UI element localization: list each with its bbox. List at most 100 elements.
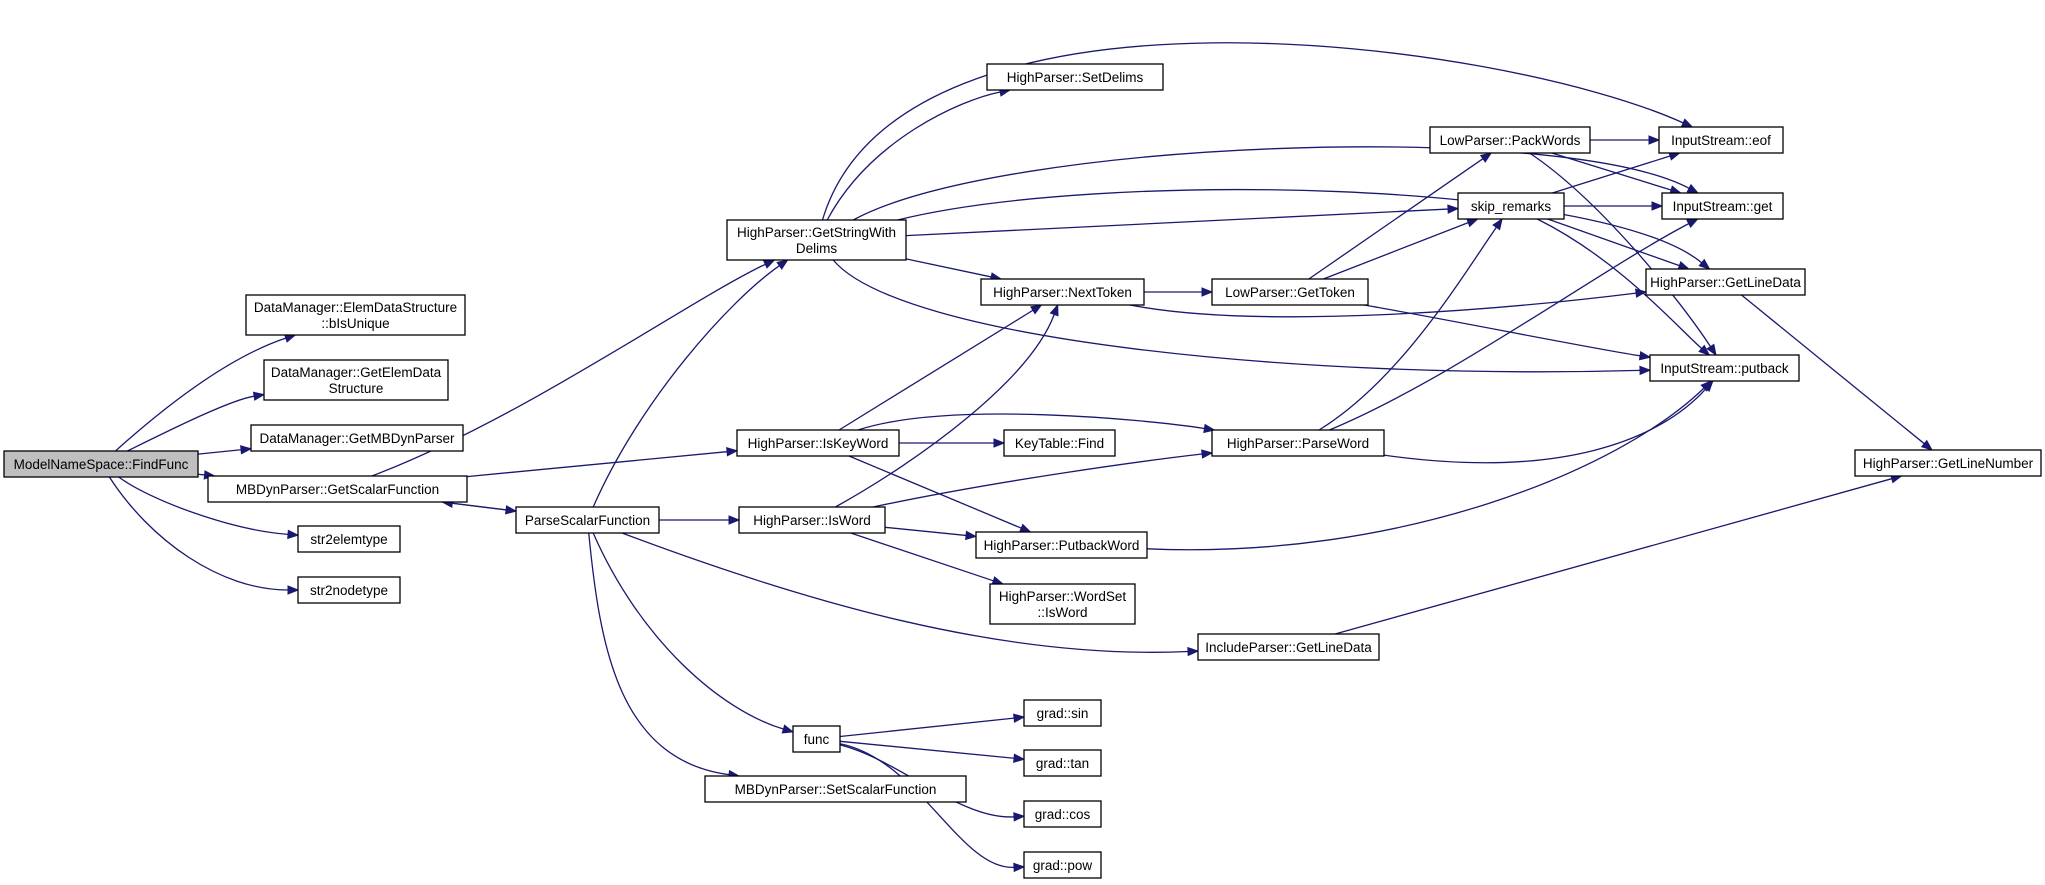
edge-gettoken-to-putback bbox=[1364, 304, 1652, 361]
edge-line bbox=[1364, 304, 1641, 357]
edge-line bbox=[1323, 222, 1469, 280]
node-getmbdynparser[interactable]: DataManager::GetMBDynParser bbox=[250, 424, 464, 452]
node-label: HighParser::GetLineNumber bbox=[1863, 456, 2034, 471]
node-getlinenumber[interactable]: HighParser::GetLineNumber bbox=[1854, 449, 2042, 477]
arrowhead bbox=[287, 529, 300, 540]
edge-findfunc-to-str2elemtype bbox=[118, 476, 300, 540]
edge-getstringwithdelims-to-setdelims bbox=[826, 87, 1012, 221]
node-label: HighParser::SetDelims bbox=[1007, 70, 1144, 85]
edge-line bbox=[905, 208, 1449, 237]
arrowhead bbox=[781, 724, 795, 734]
node-label: ParseScalarFunction bbox=[525, 513, 650, 528]
node-label: str2elemtype bbox=[310, 532, 387, 547]
edge-line bbox=[852, 146, 1690, 221]
edge-line bbox=[1741, 294, 1925, 445]
node-box bbox=[3, 450, 199, 478]
arrowhead bbox=[1700, 380, 1713, 392]
arrowhead bbox=[1479, 152, 1493, 163]
node-getlinedata[interactable]: HighParser::GetLineData bbox=[1645, 268, 1806, 296]
arrowhead bbox=[1013, 713, 1026, 723]
node-box bbox=[726, 219, 907, 261]
nodes-layer: ModelNameSpace::FindFunc DataManager::Ele… bbox=[3, 63, 2042, 879]
edge-line bbox=[1308, 158, 1484, 280]
arrowhead bbox=[1698, 344, 1711, 356]
node-label: KeyTable::Find bbox=[1015, 436, 1104, 451]
node-box bbox=[1854, 449, 2042, 477]
edge-includegetlinedata-to-getlinenumber bbox=[1334, 474, 1903, 635]
edge-parsescalarfunction-to-func bbox=[592, 532, 795, 734]
node-findfunc[interactable]: ModelNameSpace::FindFunc bbox=[3, 450, 199, 478]
node-str2elemtype[interactable]: str2elemtype bbox=[297, 525, 401, 553]
node-label: Delims bbox=[796, 241, 838, 256]
arrowhead bbox=[1466, 218, 1479, 228]
node-putback[interactable]: InputStream::putback bbox=[1649, 354, 1800, 382]
edge-line bbox=[897, 189, 1703, 264]
node-setscalarfunction[interactable]: MBDynParser::SetScalarFunction bbox=[704, 775, 967, 803]
node-box bbox=[1658, 126, 1784, 154]
edge-getstringwithdelims-to-putback bbox=[832, 259, 1652, 376]
edge-packwords-to-get bbox=[1551, 152, 1682, 195]
edge-isword-to-wordsetisword bbox=[850, 532, 1005, 586]
node-box bbox=[989, 583, 1136, 625]
edge-line bbox=[1318, 226, 1497, 431]
node-putbackword[interactable]: HighParser::PutbackWord bbox=[975, 531, 1148, 559]
node-wordsetisword[interactable]: HighParser::WordSet::IsWord bbox=[989, 583, 1136, 625]
node-box bbox=[1211, 278, 1369, 306]
edge-findfunc-to-str2nodetype bbox=[108, 476, 300, 595]
node-box bbox=[1661, 192, 1784, 220]
node-setdelims[interactable]: HighParser::SetDelims bbox=[986, 63, 1164, 91]
node-parseword[interactable]: HighParser::ParseWord bbox=[1211, 429, 1385, 457]
edge-getlinedata-to-getlinenumber bbox=[1741, 294, 1934, 451]
node-gradpow[interactable]: grad::pow bbox=[1023, 851, 1102, 879]
node-eof[interactable]: InputStream::eof bbox=[1658, 126, 1784, 154]
node-func[interactable]: func bbox=[792, 725, 841, 753]
node-box bbox=[297, 525, 401, 553]
edge-line bbox=[1334, 478, 1892, 635]
edge-line bbox=[1536, 218, 1703, 350]
node-label: HighParser::IsWord bbox=[753, 513, 871, 528]
node-label: HighParser::NextToken bbox=[993, 285, 1132, 300]
node-box bbox=[1023, 749, 1102, 777]
edge-line bbox=[1552, 155, 1671, 194]
node-str2nodetype[interactable]: str2nodetype bbox=[297, 576, 401, 604]
edge-line bbox=[872, 453, 1203, 508]
edge-line bbox=[848, 455, 1022, 529]
edges-layer bbox=[108, 42, 1934, 873]
node-box bbox=[515, 506, 660, 534]
edge-line bbox=[884, 526, 967, 537]
arrowhead bbox=[1648, 135, 1661, 145]
edge-line bbox=[466, 451, 728, 478]
node-get[interactable]: InputStream::get bbox=[1661, 192, 1784, 220]
node-keytablefind[interactable]: KeyTable::Find bbox=[1003, 429, 1116, 457]
edge-findfunc-to-getelemdata bbox=[127, 391, 266, 452]
arrowhead bbox=[1639, 365, 1652, 376]
node-box bbox=[1457, 192, 1565, 220]
node-gradsin[interactable]: grad::sin bbox=[1023, 699, 1102, 727]
node-box bbox=[986, 63, 1164, 91]
arrowhead bbox=[1201, 449, 1214, 459]
node-getscalarfunction[interactable]: MBDynParser::GetScalarFunction bbox=[207, 475, 468, 503]
node-box bbox=[1429, 126, 1591, 154]
node-gradcos[interactable]: grad::cos bbox=[1023, 800, 1102, 828]
node-skipremarks[interactable]: skip_remarks bbox=[1457, 192, 1565, 220]
node-nexttoken[interactable]: HighParser::NextToken bbox=[980, 278, 1145, 306]
node-iskeyword[interactable]: HighParser::IsKeyWord bbox=[736, 429, 900, 457]
node-blsunique[interactable]: DataManager::ElemDataStructure::bIsUniqu… bbox=[245, 294, 466, 336]
node-label: func bbox=[804, 732, 830, 747]
node-label: ::bIsUnique bbox=[321, 316, 389, 331]
node-parsescalarfunction[interactable]: ParseScalarFunction bbox=[515, 506, 660, 534]
edge-findfunc-to-getmbdynparser bbox=[197, 445, 253, 455]
node-label: MBDynParser::SetScalarFunction bbox=[735, 782, 937, 797]
node-includegetlinedata[interactable]: IncludeParser::GetLineData bbox=[1197, 633, 1380, 661]
node-box bbox=[1645, 268, 1806, 296]
node-gettoken[interactable]: LowParser::GetToken bbox=[1211, 278, 1369, 306]
node-label: InputStream::get bbox=[1673, 199, 1773, 214]
edge-line bbox=[197, 449, 242, 455]
node-gradtan[interactable]: grad::tan bbox=[1023, 749, 1102, 777]
node-packwords[interactable]: LowParser::PackWords bbox=[1429, 126, 1591, 154]
node-label: DataManager::GetElemData bbox=[271, 365, 442, 380]
node-isword[interactable]: HighParser::IsWord bbox=[738, 506, 886, 534]
arrowhead bbox=[993, 438, 1006, 448]
